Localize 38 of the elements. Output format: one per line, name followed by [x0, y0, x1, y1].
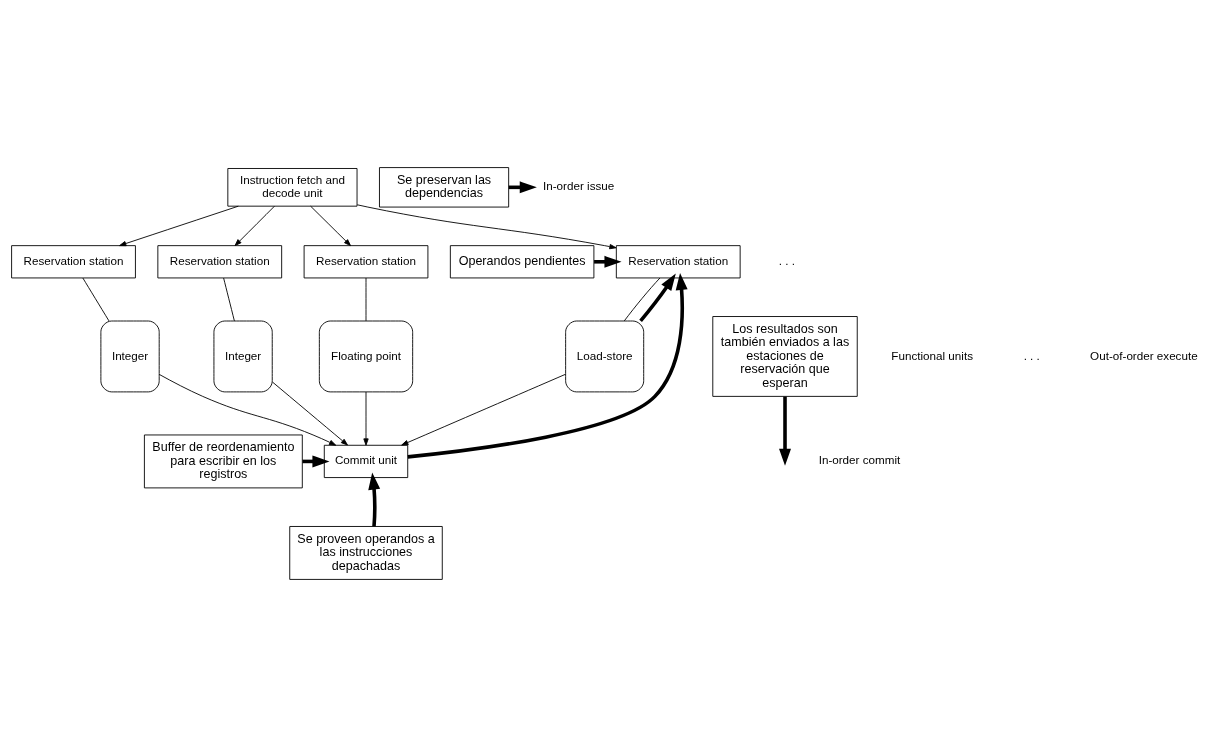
node-box: Reservation station — [11, 244, 136, 278]
arrow — [356, 203, 617, 249]
node-box: Floating point — [318, 320, 414, 392]
arrow — [779, 396, 791, 466]
arrow — [310, 205, 351, 246]
node-box: Load-store — [565, 320, 645, 392]
connector — [365, 277, 367, 321]
arrow — [272, 381, 348, 445]
node-text: In-order issue — [543, 178, 615, 192]
node-box: Instruction fetch and decode unit — [227, 167, 358, 207]
connector — [223, 277, 235, 321]
label: In-order commit — [818, 452, 901, 466]
label: . . . — [778, 253, 795, 267]
node-box: Commit unit — [323, 444, 409, 478]
arrow — [119, 205, 239, 246]
connector — [623, 277, 661, 321]
node-box: Reservation station — [615, 244, 741, 278]
node-box: Reservation station — [157, 244, 283, 278]
node-box: Se proveen operandos a las instrucciones depachadas — [289, 525, 443, 580]
node-box: Integer — [213, 320, 273, 392]
arrow — [158, 373, 337, 446]
arrow — [401, 373, 566, 446]
arrow — [639, 273, 676, 322]
arrow — [368, 472, 381, 527]
node-box: Se preservan las dependencias — [379, 166, 510, 207]
label: . . . — [1023, 348, 1040, 361]
label: Out-of-order execute — [1090, 348, 1198, 361]
node-box: Reservation station — [303, 244, 429, 278]
arrow — [363, 391, 369, 446]
node-box: Operandos pendientes — [449, 244, 595, 278]
arrow — [594, 255, 622, 268]
arrow — [407, 272, 688, 459]
node-box: Integer — [100, 320, 160, 392]
arrow — [234, 205, 275, 246]
connector — [82, 277, 110, 321]
label: Functional units — [891, 348, 973, 361]
node-box: Buffer de reordenamiento para escribir en los registros — [143, 434, 303, 488]
node-box: Los resultados son también enviados a las estaciones de reservación que esperan — [712, 315, 858, 397]
